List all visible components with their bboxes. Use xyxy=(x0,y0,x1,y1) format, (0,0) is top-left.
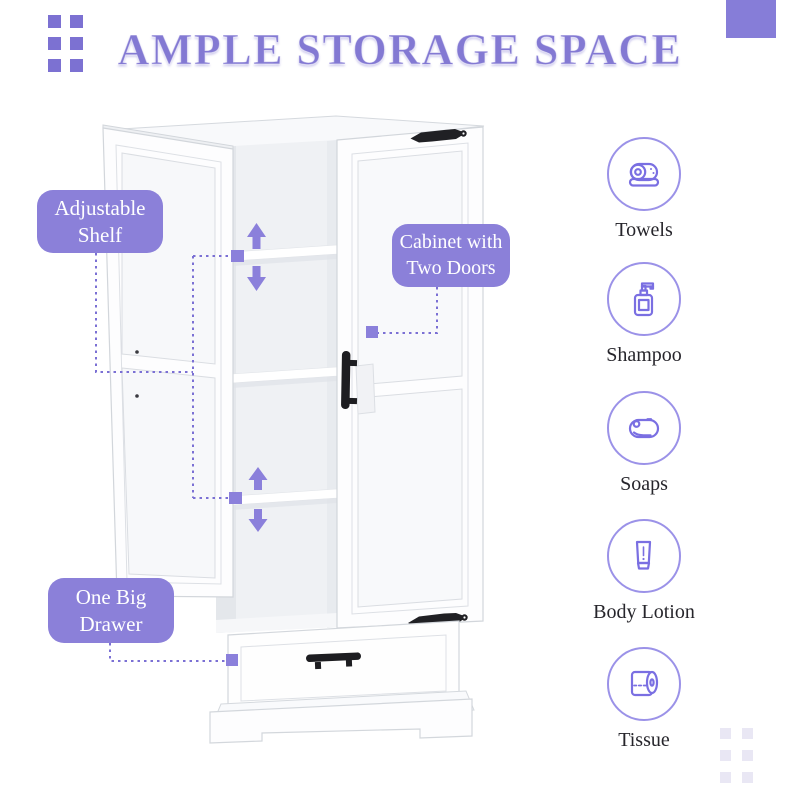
feature-circle xyxy=(607,647,681,721)
decor-dot xyxy=(720,728,731,739)
decor-dot xyxy=(48,15,61,28)
decor-dot xyxy=(742,728,753,739)
endpoint-door xyxy=(366,326,378,338)
cabinet-base xyxy=(209,690,475,744)
feature-body-lotion: Body Lotion xyxy=(574,519,714,624)
endpoint-drawer xyxy=(226,654,238,666)
callout-adjustable-shelf: Adjustable Shelf xyxy=(37,190,163,253)
screw-dot xyxy=(135,394,139,398)
feature-circle xyxy=(607,262,681,336)
decor-dot xyxy=(742,772,753,783)
tissue-roll-icon xyxy=(630,670,659,697)
callout-line: Adjustable xyxy=(54,195,146,220)
soap-bar-icon xyxy=(628,418,660,439)
arrow-up-icon xyxy=(247,223,266,249)
page-title: AMPLE STORAGE SPACE xyxy=(117,25,683,75)
screw-dot xyxy=(135,350,139,354)
lotion-tube-icon xyxy=(635,540,652,570)
feature-tissue: Tissue xyxy=(574,647,714,752)
shampoo-bottle-icon xyxy=(633,282,655,317)
feature-circle xyxy=(607,519,681,593)
towel-roll-icon xyxy=(628,162,660,187)
decor-dot xyxy=(742,750,753,761)
arrow-down-icon xyxy=(247,266,266,291)
callout-one-big-drawer: One Big Drawer xyxy=(48,578,174,643)
arrow-up-icon xyxy=(248,467,268,490)
decor-dot-grid-bottom-right xyxy=(720,728,753,783)
feature-label: Body Lotion xyxy=(593,601,695,623)
cabinet-interior xyxy=(216,140,338,633)
decor-dot xyxy=(720,772,731,783)
callout-connectors xyxy=(95,253,438,662)
connector-endpoints xyxy=(226,250,378,666)
decor-dot xyxy=(48,37,61,50)
feature-label: Tissue xyxy=(618,729,670,751)
decor-dot xyxy=(70,37,83,50)
feature-soaps: Soaps xyxy=(574,391,714,496)
decor-corner-block xyxy=(726,0,776,38)
connector-drawer xyxy=(109,643,226,662)
feature-circle xyxy=(607,137,681,211)
callout-line: Cabinet with xyxy=(399,230,503,253)
callout-line: Two Doors xyxy=(406,256,496,279)
feature-label: Towels xyxy=(615,219,673,241)
callout-cabinet-two-doors: Cabinet with Two Doors xyxy=(392,224,510,287)
hinge-top-icon xyxy=(410,129,467,143)
callout-line: One Big xyxy=(75,584,147,609)
connector-doors xyxy=(378,287,438,334)
feature-circle xyxy=(607,391,681,465)
decor-dot-grid-top-left xyxy=(48,15,83,72)
door-handle-icon xyxy=(341,351,376,415)
callout-line: Drawer xyxy=(79,611,143,636)
arrow-down-icon xyxy=(248,509,268,532)
adjust-arrows xyxy=(247,223,268,532)
feature-shampoo: Shampoo xyxy=(574,262,714,367)
decor-dot xyxy=(48,59,61,72)
connector-shelf-label xyxy=(95,253,193,373)
feature-label: Soaps xyxy=(620,473,668,495)
callout-line: Shelf xyxy=(77,222,123,247)
decor-dot xyxy=(70,15,83,28)
decor-dot xyxy=(720,750,731,761)
endpoint-shelf-1 xyxy=(231,250,244,262)
feature-towels: Towels xyxy=(574,137,714,242)
decor-dot xyxy=(70,59,83,72)
drawer-handle-icon xyxy=(306,652,361,670)
feature-label: Shampoo xyxy=(606,344,682,366)
endpoint-shelf-2 xyxy=(229,492,242,504)
